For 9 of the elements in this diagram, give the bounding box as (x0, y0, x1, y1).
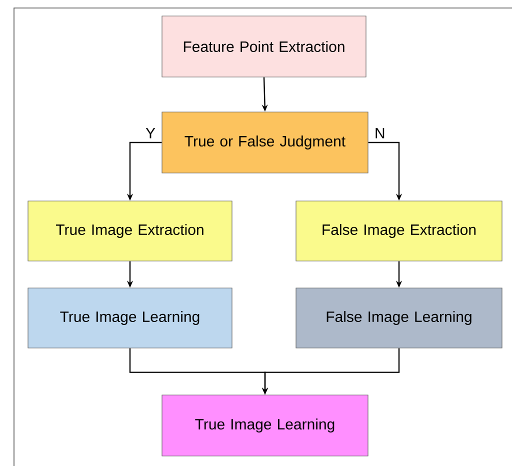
process-box: False Image Learning (296, 288, 502, 348)
process-box: True Image Learning (28, 288, 232, 348)
edge-label: N (374, 126, 386, 140)
process-box: Feature Point Extraction (162, 16, 366, 78)
process-box: False Image Extraction (296, 200, 502, 262)
process-box: True or False Judgment (162, 112, 368, 174)
process-box: True Image Extraction (28, 200, 232, 262)
process-box: True Image Learning (162, 394, 368, 456)
edge-label: Y (144, 126, 156, 140)
